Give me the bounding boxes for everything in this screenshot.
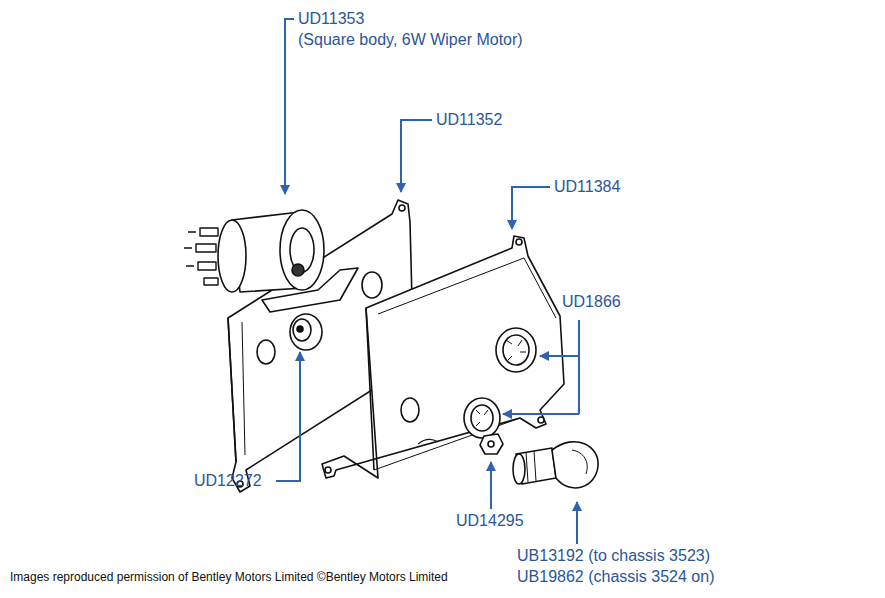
part-number: UD12272 [194, 472, 262, 490]
part-number: UD11352 [436, 111, 502, 129]
leader-line [285, 19, 294, 194]
grommet [464, 398, 500, 438]
grommet [496, 328, 536, 372]
bulb-globe [552, 442, 598, 488]
part-number: UD11353 [298, 10, 364, 28]
bushing [290, 314, 322, 350]
part-number: UD14295 [456, 512, 524, 530]
leader-line [503, 413, 579, 415]
plate-hole [362, 272, 382, 298]
part-number: UD11384 [554, 178, 620, 196]
leader-line [576, 502, 578, 544]
leader-line [540, 355, 579, 357]
part-number: UD1866 [562, 293, 621, 311]
nut [480, 434, 503, 454]
part-description: (Square body, 6W Wiper Motor) [298, 31, 523, 49]
plate-hole [257, 340, 275, 364]
part-number: UB13192 (to chassis 3523) [517, 547, 710, 565]
line-drawing [184, 200, 598, 492]
motor-terminals [184, 228, 218, 285]
motor-clamp [262, 268, 358, 312]
leader-line [512, 187, 550, 229]
leader-lines [276, 19, 579, 544]
leader-line [490, 462, 492, 509]
leader-line [578, 320, 580, 414]
leader-line [276, 352, 300, 481]
copyright-note: Images reproduced permission of Bentley … [10, 571, 448, 585]
front-plate [322, 236, 564, 478]
leader-line [401, 120, 432, 192]
part-number: UB19862 (chassis 3524 on) [517, 568, 714, 586]
